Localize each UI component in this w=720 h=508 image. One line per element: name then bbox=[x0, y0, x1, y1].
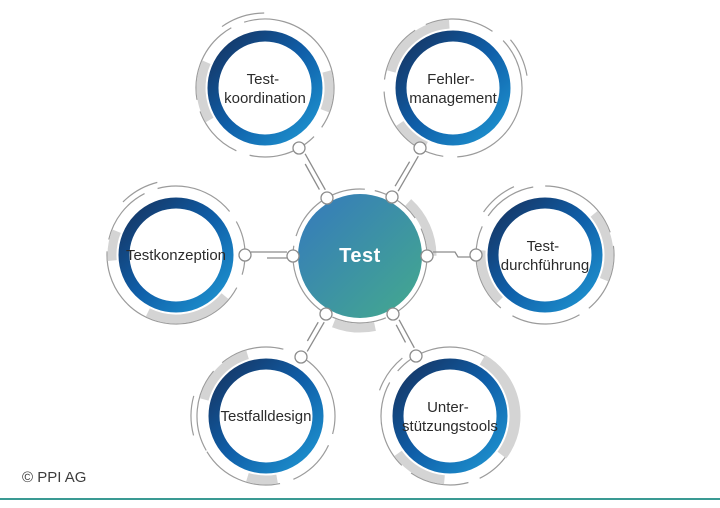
connector-node bbox=[320, 191, 334, 205]
decor-tick bbox=[469, 179, 621, 331]
satellite-testdurchfuehrung: Test- durchführung bbox=[469, 179, 621, 331]
node-label: Test- durchführung bbox=[501, 238, 589, 274]
connector-line bbox=[398, 319, 415, 349]
connector-node bbox=[238, 248, 252, 262]
decor-tick bbox=[189, 12, 341, 164]
node-label: Unter- stützungstools bbox=[402, 399, 498, 435]
decor-tick bbox=[377, 12, 529, 164]
connector-node bbox=[286, 249, 300, 263]
decor-arc bbox=[379, 345, 521, 487]
connector-line bbox=[397, 155, 419, 192]
decor-arc bbox=[476, 186, 614, 324]
satellite-fehlermanagement: Fehler- management bbox=[377, 12, 529, 164]
copyright: © PPI AG bbox=[22, 469, 86, 486]
decor-outline bbox=[383, 18, 523, 158]
connector-node bbox=[294, 350, 308, 364]
connector-line bbox=[433, 251, 470, 258]
connector-node bbox=[385, 190, 399, 204]
connector-node bbox=[469, 248, 483, 262]
node-ring bbox=[207, 30, 323, 146]
connector-line bbox=[395, 324, 407, 343]
decor-arc bbox=[107, 186, 245, 324]
decor-outline bbox=[195, 18, 335, 158]
central-circle bbox=[298, 194, 422, 318]
satellite-unterstuetzungstools: Unter- stützungstools bbox=[374, 340, 526, 492]
connector-node bbox=[409, 349, 423, 363]
bottom-rule bbox=[0, 498, 720, 500]
node-label: Test- koordination bbox=[224, 71, 306, 107]
decor-arc bbox=[107, 186, 245, 324]
decor-arc bbox=[197, 347, 335, 485]
connector-node bbox=[413, 141, 427, 155]
connector-line bbox=[304, 163, 320, 190]
node-ring bbox=[118, 197, 234, 313]
decor-outline bbox=[475, 185, 615, 325]
decor-outline bbox=[106, 185, 246, 325]
connector-line bbox=[306, 321, 319, 342]
connector-node bbox=[292, 141, 306, 155]
connector-nodes bbox=[238, 141, 483, 364]
connector-line bbox=[394, 161, 411, 187]
node-label: Testfalldesign bbox=[221, 408, 312, 425]
decor-tick bbox=[374, 340, 526, 492]
node-ring bbox=[395, 30, 511, 146]
connectors bbox=[251, 153, 470, 352]
decor-arc bbox=[384, 19, 522, 157]
decor-tick bbox=[190, 340, 342, 492]
connector-line bbox=[306, 321, 325, 352]
decor-arc bbox=[283, 179, 437, 333]
satellite-testkoordination: Test- koordination bbox=[189, 12, 341, 164]
decor-tick bbox=[100, 179, 252, 331]
central-label: Test bbox=[339, 245, 381, 267]
connector-node bbox=[319, 307, 333, 321]
satellite-testkonzeption: Testkonzeption bbox=[100, 179, 252, 331]
node-ring bbox=[487, 197, 603, 313]
node-label: Testkonzeption bbox=[126, 247, 226, 264]
node-ring bbox=[392, 358, 508, 474]
decor-outline bbox=[196, 346, 336, 486]
decor-arc bbox=[283, 179, 437, 333]
connector-node bbox=[420, 249, 434, 263]
decor-arc bbox=[197, 347, 335, 485]
decor-arc bbox=[476, 186, 614, 324]
connector-node bbox=[386, 307, 400, 321]
decor-arc bbox=[196, 19, 334, 157]
node-ring bbox=[208, 358, 324, 474]
satellite-testfalldesign: Testfalldesign bbox=[190, 340, 342, 492]
node-label: Fehler- management bbox=[409, 71, 497, 107]
decor-arc bbox=[381, 347, 519, 485]
connector-line bbox=[304, 153, 326, 191]
